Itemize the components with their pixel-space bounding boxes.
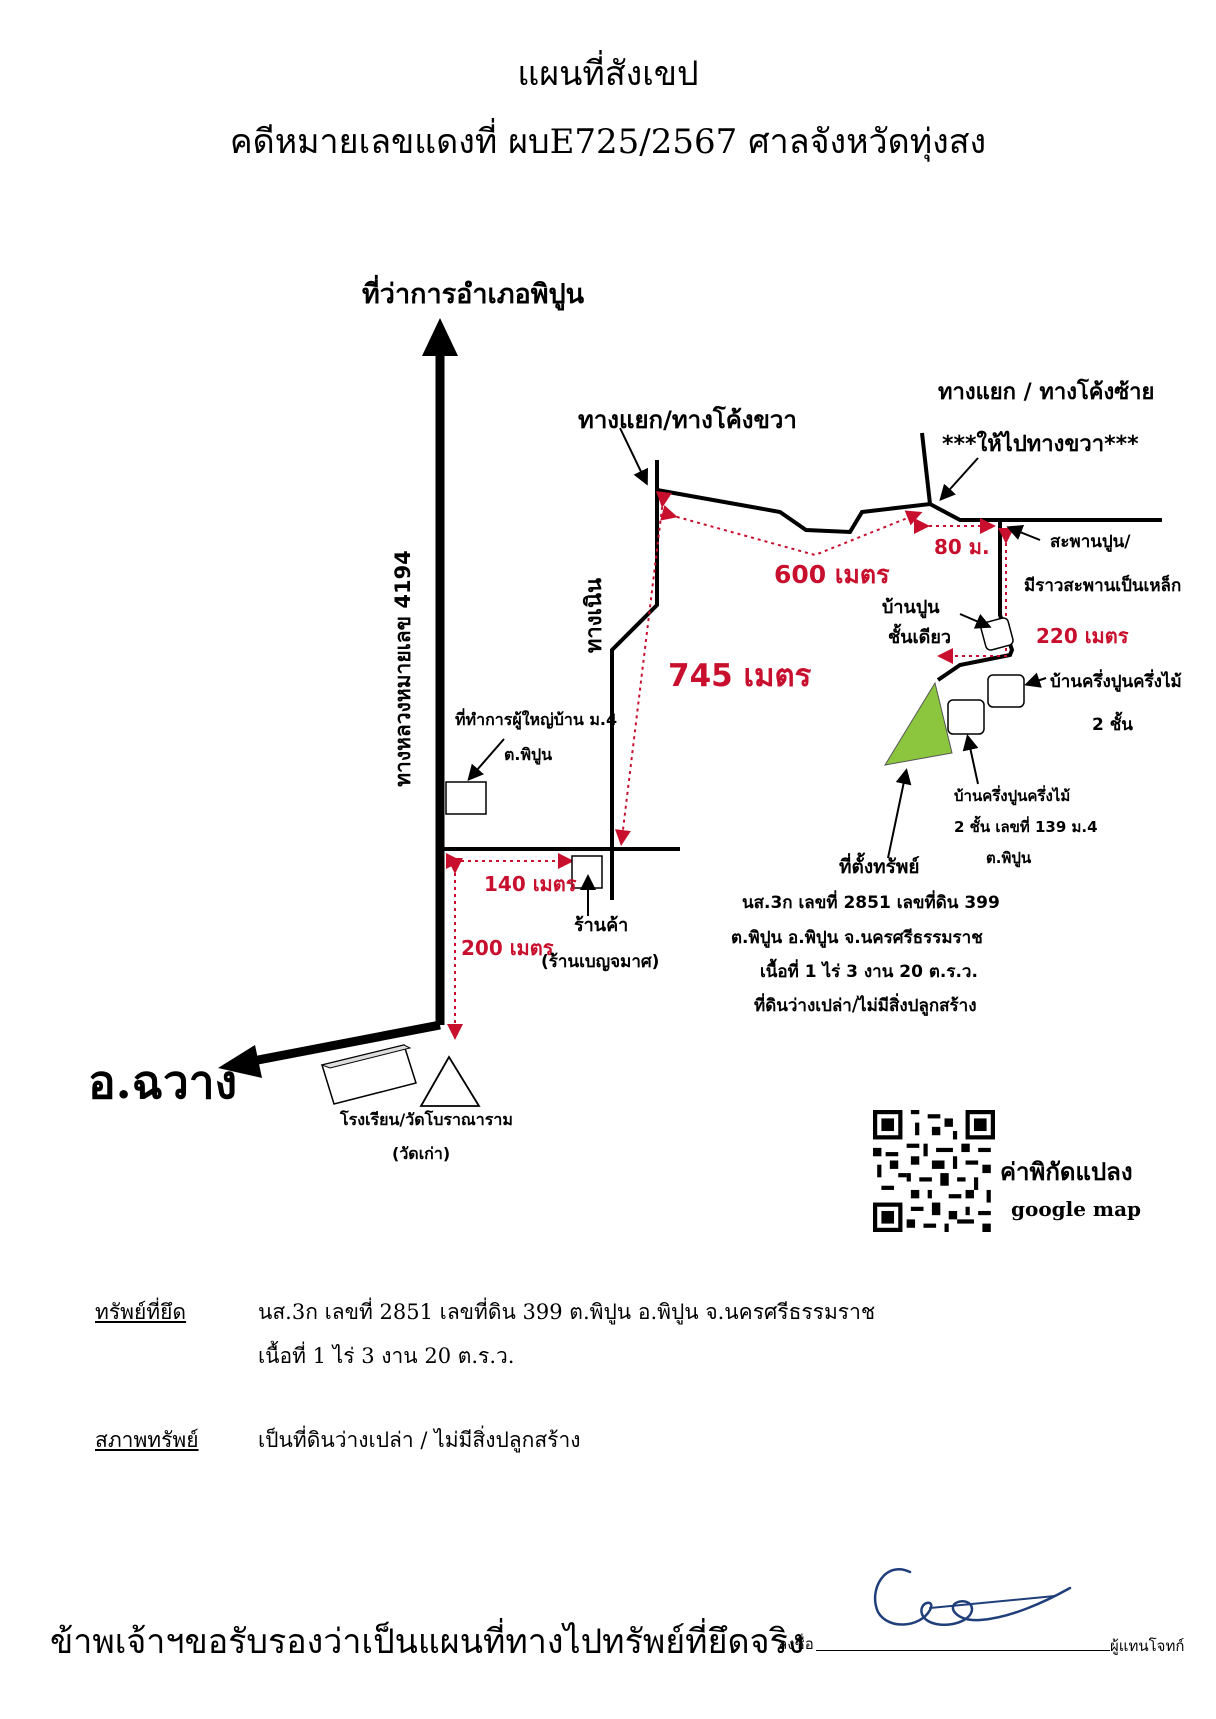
signature-image bbox=[873, 1568, 1072, 1627]
qr-sublabel: google map bbox=[1011, 1197, 1142, 1221]
route-map bbox=[218, 318, 1162, 1107]
shop-label-2: (ร้านเบญจมาศ) bbox=[541, 952, 660, 972]
headman-label-2: ต.พิปูน bbox=[504, 745, 553, 764]
house-one-label-2: ชั้นเดียว bbox=[888, 627, 952, 648]
property-parcel bbox=[883, 681, 953, 766]
house-two-label-2: 2 ชั้น bbox=[1092, 715, 1133, 735]
house-two-label: บ้านครึ่งปูนครึ่งไม้ bbox=[1050, 672, 1182, 692]
house-two-storey-icon bbox=[987, 674, 1025, 708]
temple-icon bbox=[419, 1055, 481, 1107]
property-title: ที่ตั้งทรัพย์ bbox=[839, 856, 920, 878]
dist-line-220 bbox=[937, 528, 1014, 664]
junction-left-label: ทางแยก / ทางโค้งซ้าย bbox=[938, 380, 1155, 405]
distance-140: 140 เมตร bbox=[484, 872, 577, 896]
asset-line-2: เนื้อที่ 1 ไร่ 3 งาน 20 ต.ร.ว. bbox=[258, 1344, 515, 1368]
page-title: แผนที่สังเขป bbox=[517, 54, 699, 94]
distance-745: 745 เมตร bbox=[668, 658, 812, 694]
distance-80: 80 ม. bbox=[934, 535, 990, 559]
signature-line bbox=[816, 1650, 1110, 1651]
property-status: ที่ดินว่างเปล่า/ไม่มีสิ่งปลูกสร้าง bbox=[754, 996, 977, 1016]
shop-label: ร้านค้า bbox=[574, 915, 629, 936]
pointer-headman bbox=[467, 738, 505, 782]
page-subtitle: คดีหมายเลขแดงที่ ผบE725/2567 ศาลจังหวัดท… bbox=[229, 122, 987, 162]
house-139-label-2: 2 ชั้น เลขที่ 139 ม.4 bbox=[954, 818, 1098, 836]
school-label-2: (วัดเก่า) bbox=[392, 1144, 451, 1163]
road-600m bbox=[656, 488, 1162, 535]
road-west bbox=[257, 1020, 441, 1065]
pointer-house-139 bbox=[962, 734, 979, 785]
north-arrow-icon bbox=[422, 318, 458, 356]
uphill-label: ทางเนิน bbox=[582, 577, 608, 654]
qr-code-icon[interactable] bbox=[873, 1110, 995, 1232]
headman-label: ที่ทำการผู้ใหญ่บ้าน ม.4 bbox=[455, 710, 618, 729]
uphill-road bbox=[610, 460, 659, 900]
condition-heading: สภาพทรัพย์ bbox=[95, 1428, 199, 1452]
dist-line-600 bbox=[660, 505, 923, 557]
distance-600: 600 เมตร bbox=[774, 560, 890, 589]
north-label: ที่ว่าการอำเภอพิปูน bbox=[362, 279, 585, 310]
pointer-house-two bbox=[1024, 672, 1047, 688]
highway-label: ทางหลวงหมายเลข 4194 bbox=[390, 550, 415, 787]
house-139-label: บ้านครึ่งปูนครึ่งไม้ bbox=[954, 787, 1071, 805]
pointer-junction-left bbox=[939, 457, 979, 501]
certify-statement: ข้าพเจ้าฯขอรับรองว่าเป็นแผนที่ทางไปทรัพย… bbox=[50, 1622, 805, 1662]
sign-label: ลงชื่อ bbox=[778, 1635, 814, 1653]
property-location: ต.พิปูน อ.พิปูน จ.นครศรีธรรมราช bbox=[731, 928, 983, 948]
bridge-note: มีราวสะพานเป็นเหล็ก bbox=[1024, 576, 1182, 596]
school-roof-icon bbox=[320, 1044, 412, 1069]
west-label: อ.ฉวาง bbox=[88, 1055, 238, 1109]
bridge-label: สะพานปูน/ bbox=[1050, 532, 1131, 552]
house-139-label-3: ต.พิปูน bbox=[986, 849, 1032, 867]
asset-line-1: นส.3ก เลขที่ 2851 เลขที่ดิน 399 ต.พิปูน … bbox=[258, 1300, 876, 1324]
side-road-left bbox=[920, 432, 932, 505]
junction-left-note: ***ให้ไปทางขวา*** bbox=[942, 432, 1139, 457]
property-area: เนื้อที่ 1 ไร่ 3 งาน 20 ต.ร.ว. bbox=[760, 962, 978, 982]
school-label: โรงเรียน/วัดโบราณาราม bbox=[340, 1110, 513, 1129]
house-139-icon bbox=[947, 699, 985, 735]
headman-office-icon bbox=[445, 781, 487, 815]
pointer-house-one bbox=[959, 613, 992, 629]
pointer-bridge bbox=[1006, 525, 1041, 541]
distance-220: 220 เมตร bbox=[1036, 624, 1129, 648]
qr-label: ค่าพิกัดแปลง bbox=[1000, 1158, 1133, 1186]
house-one-storey-icon bbox=[980, 617, 1014, 651]
west-arrow-icon bbox=[218, 1045, 262, 1078]
dist-line-745 bbox=[615, 491, 672, 846]
distance-200: 200 เมตร bbox=[461, 936, 554, 960]
pointer-property bbox=[887, 768, 912, 859]
condition-value: เป็นที่ดินว่างเปล่า / ไม่มีสิ่งปลูกสร้าง bbox=[258, 1428, 581, 1452]
asset-heading: ทรัพย์ที่ยึด bbox=[95, 1300, 187, 1324]
junction-right-label: ทางแยก/ทางโค้งขวา bbox=[578, 406, 797, 434]
pointer-junction-right bbox=[619, 427, 649, 486]
representative-role: ผู้แทนโจทก์ bbox=[1110, 1637, 1185, 1655]
house-one-label: บ้านปูน bbox=[882, 597, 940, 618]
property-deed: นส.3ก เลขที่ 2851 เลขที่ดิน 399 bbox=[742, 893, 1000, 913]
